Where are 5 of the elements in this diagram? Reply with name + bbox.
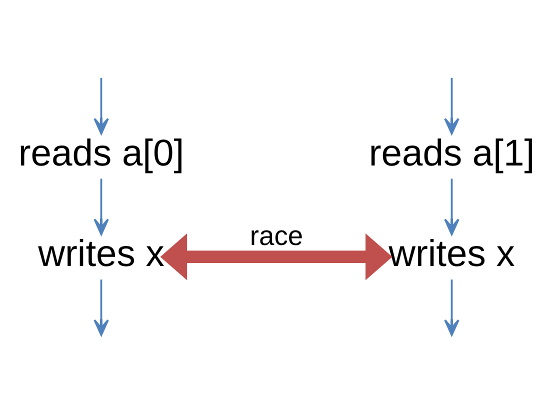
node-text: reads a[0]: [18, 131, 184, 174]
node-text: reads a[1]: [368, 131, 535, 174]
edge-label: race: [250, 220, 304, 252]
node-text: writes x: [388, 232, 515, 274]
node-text: writes x: [38, 232, 164, 274]
